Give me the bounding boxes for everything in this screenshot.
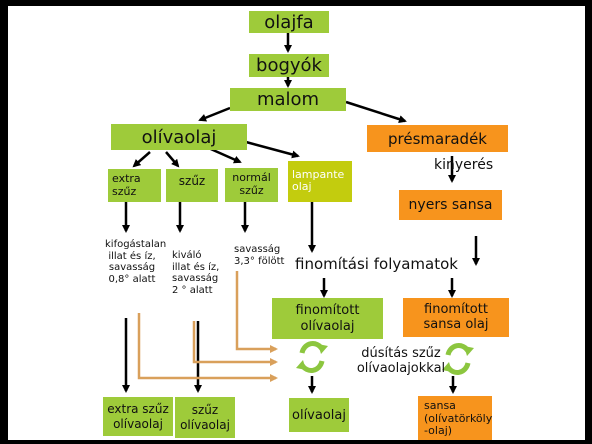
node-lampante: lampante olaj [288, 161, 352, 202]
blend-arrow-szuz [192, 321, 278, 366]
label-finomitasi-folyamatok: finomítási folyamatok [295, 255, 458, 273]
node-szuz-olivaolaj: szűz olívaolaj [175, 397, 235, 438]
arrow-olivaolaj-extraszuz [132, 151, 151, 168]
blend-arrow-normal [235, 271, 278, 353]
node-olivaolaj-top: olívaolaj [111, 124, 247, 150]
arrow-malom-olivaolaj [198, 106, 231, 122]
arrow-malom-presmaradek [345, 100, 407, 123]
node-nyers-sansa: nyers sansa [399, 190, 502, 220]
label-kinyeres: kinyerés [434, 157, 494, 173]
recycle-icon-left [299, 341, 325, 373]
diagram-frame: olajfa bogyók malom olívaolaj présmaradé… [8, 6, 585, 440]
desc-szuz: kiváló illat és íz, savasság 2 ° alatt [172, 250, 220, 296]
desc-normal-szuz: savasság 3,3° fölött [234, 244, 285, 267]
arrow-olivaolaj-lampante [245, 140, 300, 159]
node-olivaolaj-bottom: olívaolaj [289, 398, 349, 432]
blend-arrow-extra [137, 313, 278, 382]
node-finomitott-sansa: finomított sansa olaj [403, 298, 509, 337]
node-olajfa: olajfa [249, 11, 329, 33]
arrow-olivaolaj-szuz [165, 151, 180, 168]
node-szuz: szűz [166, 169, 218, 202]
label-dusitas: dúsítás szűz olívaolajokkal [356, 346, 446, 376]
node-malom: malom [230, 88, 346, 111]
node-presmaradek: présmaradék [367, 125, 508, 152]
node-bogyok: bogyók [249, 54, 329, 77]
node-extra-szuz: extra szűz [108, 169, 161, 202]
arrows-layer [122, 32, 480, 394]
node-finomitott-olivaolaj: finomított olívaolaj [272, 298, 383, 339]
desc-extra-szuz: kifogástalan illat és íz, savasság 0,8° … [105, 239, 167, 285]
node-normal-szuz: normál szűz [225, 168, 278, 202]
node-extra-szuz-olivaolaj: extra szűz olívaolaj [103, 397, 173, 436]
node-sansa-bottom: sansa (olívatörköly -olaj) [418, 396, 492, 440]
